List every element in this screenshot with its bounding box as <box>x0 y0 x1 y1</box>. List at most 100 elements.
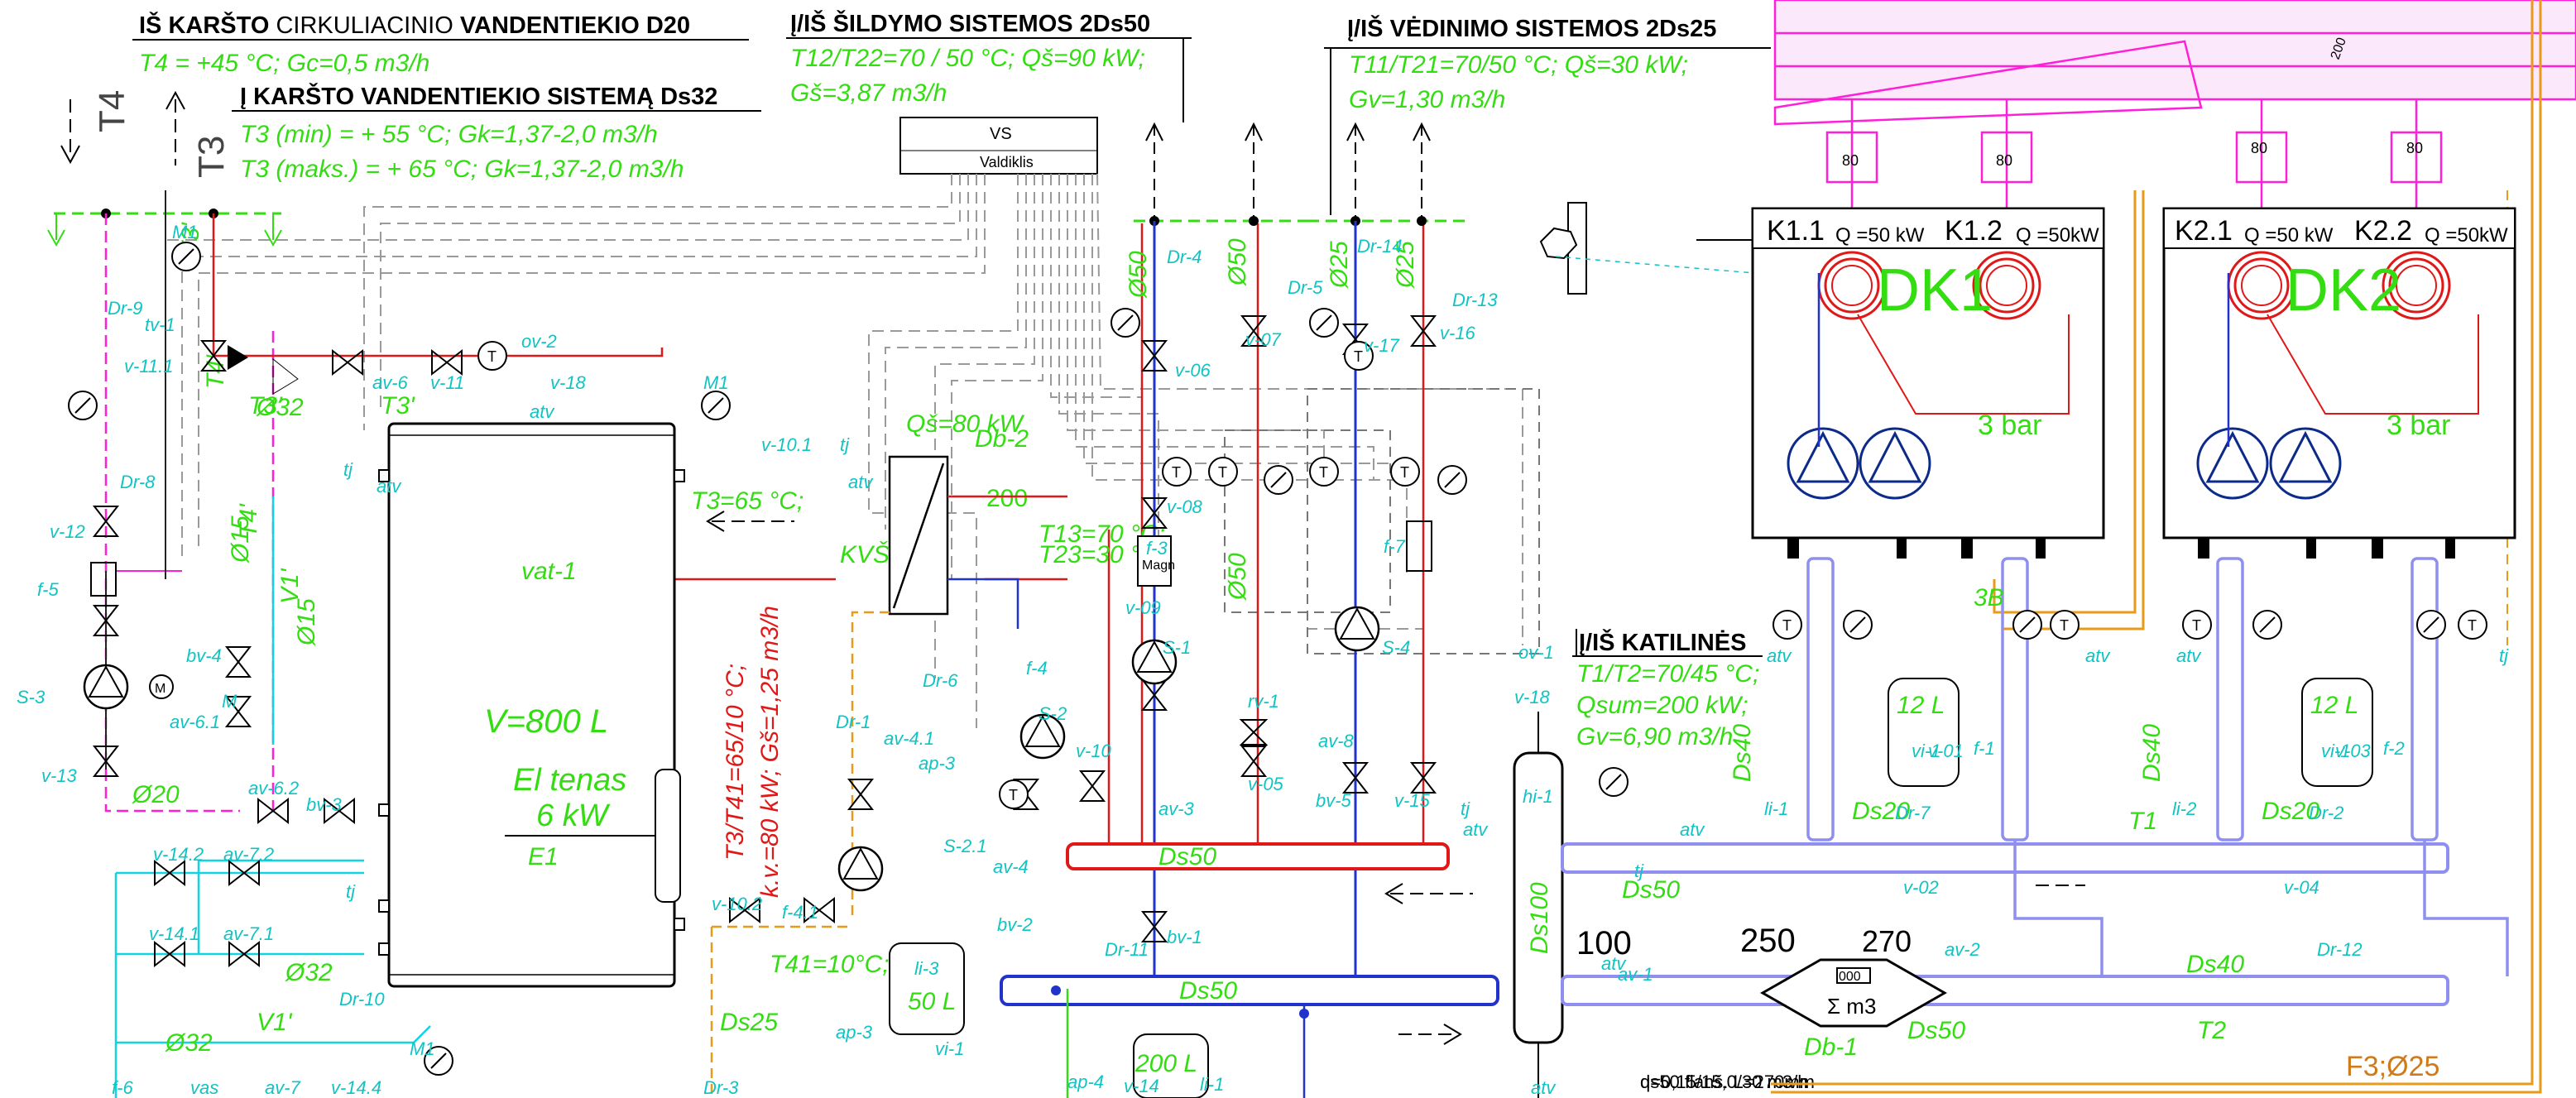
component-tag: Dr-1 <box>836 712 871 732</box>
component-tag: Dr-8 <box>120 472 156 492</box>
svg-text:Ds50: Ds50 <box>1158 843 1216 870</box>
svg-text:Ø50: Ø50 <box>1125 251 1152 299</box>
svg-text:100: 100 <box>1576 925 1632 961</box>
component-tag: Dr-11 <box>1105 939 1149 960</box>
svg-text:V=800 L: V=800 L <box>484 703 608 740</box>
component-tag: v-10.1 <box>761 434 812 455</box>
svg-text:Ø50: Ø50 <box>1224 238 1251 286</box>
svg-text:Q =50 kW: Q =50 kW <box>2244 224 2334 247</box>
header-hot-water: Į KARŠTO VANDENTIEKIO SISTEMĄ Ds32 <box>232 82 761 112</box>
component-tag: v-18 <box>550 372 587 393</box>
param-vent2: Gv=1,30 m3/h <box>1349 86 1505 113</box>
component-tag: v-06 <box>1175 360 1211 381</box>
component-tag: vi-1 <box>2321 741 2350 761</box>
svg-text:80: 80 <box>2406 140 2423 156</box>
component-tag: vas <box>190 1077 218 1098</box>
pipe-gas <box>1771 0 2542 1094</box>
svg-text:Ds100: Ds100 <box>1526 882 1553 954</box>
component-tag: bv-4 <box>186 645 222 666</box>
component-tag: v-14 <box>1124 1076 1159 1096</box>
svg-text:Q =50 kW: Q =50 kW <box>1835 224 1925 247</box>
component-tag: Dr-3 <box>703 1077 739 1098</box>
component-tag: li-1 <box>1764 798 1788 819</box>
svg-text:Σ m3: Σ m3 <box>1827 994 1876 1019</box>
component-tag: av-6 <box>372 372 409 393</box>
svg-text:Db-1: Db-1 <box>1804 1033 1858 1061</box>
svg-text:El tenas: El tenas <box>513 763 626 798</box>
svg-text:Ds40: Ds40 <box>2186 951 2244 978</box>
component-tag: M1 <box>410 1038 435 1059</box>
component-tag: S-3 <box>17 687 46 707</box>
header-pipe-return: Ds50 <box>1000 975 1499 1006</box>
component-tag: li-2 <box>2172 798 2196 819</box>
param-red-1: T3/T41=65/10 °C; <box>722 664 749 861</box>
component-tag: v-18 <box>1514 687 1551 707</box>
svg-text:T3': T3' <box>248 392 283 420</box>
label-T3: T3 <box>191 136 232 178</box>
header-ventilation: Į/IŠ VĖDINIMO SISTEMOS 2Ds25 <box>1324 14 1771 215</box>
component-tag: av-7 <box>265 1077 301 1098</box>
component-tag: av-6.2 <box>248 778 299 798</box>
component-tag: v-07 <box>1245 329 1282 350</box>
svg-text:12 L: 12 L <box>1897 692 1945 719</box>
svg-text:Ø32: Ø32 <box>285 959 333 986</box>
svg-text:Ø50: Ø50 <box>1224 553 1251 601</box>
svg-text:K1.2: K1.2 <box>1945 215 2003 247</box>
header-boiler-room: Į/IŠ KATILINĖS <box>1572 628 1763 657</box>
component-tag: v-15 <box>1394 790 1431 811</box>
component-tag: v-11.1 <box>124 356 174 376</box>
svg-text:50 L: 50 L <box>908 988 956 1015</box>
component-tag: tj <box>1634 861 1644 881</box>
svg-text:270: 270 <box>1862 924 1912 958</box>
component-tag: tv-1 <box>145 314 175 335</box>
component-tag: av-7.2 <box>223 844 274 865</box>
component-tag: atv <box>530 401 555 422</box>
svg-text:Ds25: Ds25 <box>720 1009 778 1036</box>
boiler-dk2: K2.1 Q =50 kW K2.2 Q =50kW DK2 3 bar <box>2162 207 2516 539</box>
component-tag: ap-3 <box>919 753 956 774</box>
svg-text:KVŠ: KVŠ <box>840 540 890 568</box>
component-tag: v-16 <box>1440 323 1476 343</box>
param-hw-min: T3 (min) = + 55 °C; Gk=1,37-2,0 m3/h <box>240 121 658 148</box>
svg-text:000: 000 <box>1839 970 1861 984</box>
component-tag: v-12 <box>50 521 85 542</box>
svg-text:T2: T2 <box>2197 1017 2226 1044</box>
component-tag: tj <box>343 459 353 480</box>
component-tag: atv <box>1531 1077 1557 1098</box>
component-tag: v-14.1 <box>149 923 199 944</box>
svg-text:200 L: 200 L <box>1134 1050 1197 1077</box>
svg-text:Ds20: Ds20 <box>1852 798 1910 825</box>
svg-text:Magn: Magn <box>1142 559 1175 573</box>
component-tag: av-2 <box>1945 939 1980 960</box>
component-tag: tj <box>346 881 356 902</box>
component-tag: f-1 <box>1974 738 1995 759</box>
svg-text:Ds50: Ds50 <box>1907 1017 1965 1044</box>
component-tag: atv <box>848 472 874 492</box>
heating-manifold <box>1134 124 1465 226</box>
svg-text:3B: 3B <box>1974 584 2004 611</box>
component-tag: S-4 <box>1382 637 1410 658</box>
component-tag: bv-1 <box>1167 927 1202 947</box>
svg-text:3 bar: 3 bar <box>1978 410 2042 441</box>
component-tag: li-3 <box>914 958 939 979</box>
svg-text:Ø25: Ø25 <box>1392 241 1419 289</box>
component-tag: atv <box>2176 645 2202 666</box>
component-tag: M <box>222 691 237 712</box>
component-tag: M1 <box>172 222 198 242</box>
component-tag: tj <box>1461 798 1470 819</box>
component-tag: av-8 <box>1318 731 1355 751</box>
component-tag: Dr-13 <box>1452 290 1498 310</box>
component-tag: Dr-5 <box>1288 277 1323 298</box>
component-tag: ov-2 <box>521 331 557 352</box>
label-T4: T4 <box>92 90 132 132</box>
svg-text:Ds40: Ds40 <box>2138 724 2166 782</box>
component-tag: f-3 <box>1146 538 1168 559</box>
svg-text:200: 200 <box>986 485 1028 512</box>
component-tag: rv-1 <box>1248 691 1279 712</box>
component-tag: atv <box>2085 645 2111 666</box>
svg-text:Ø20: Ø20 <box>132 781 180 808</box>
svg-text:Ø15: Ø15 <box>293 598 320 646</box>
svg-text:ds50 flanš. L=270mm: ds50 flanš. L=270mm <box>1640 1072 1815 1092</box>
svg-text:M: M <box>155 682 165 696</box>
